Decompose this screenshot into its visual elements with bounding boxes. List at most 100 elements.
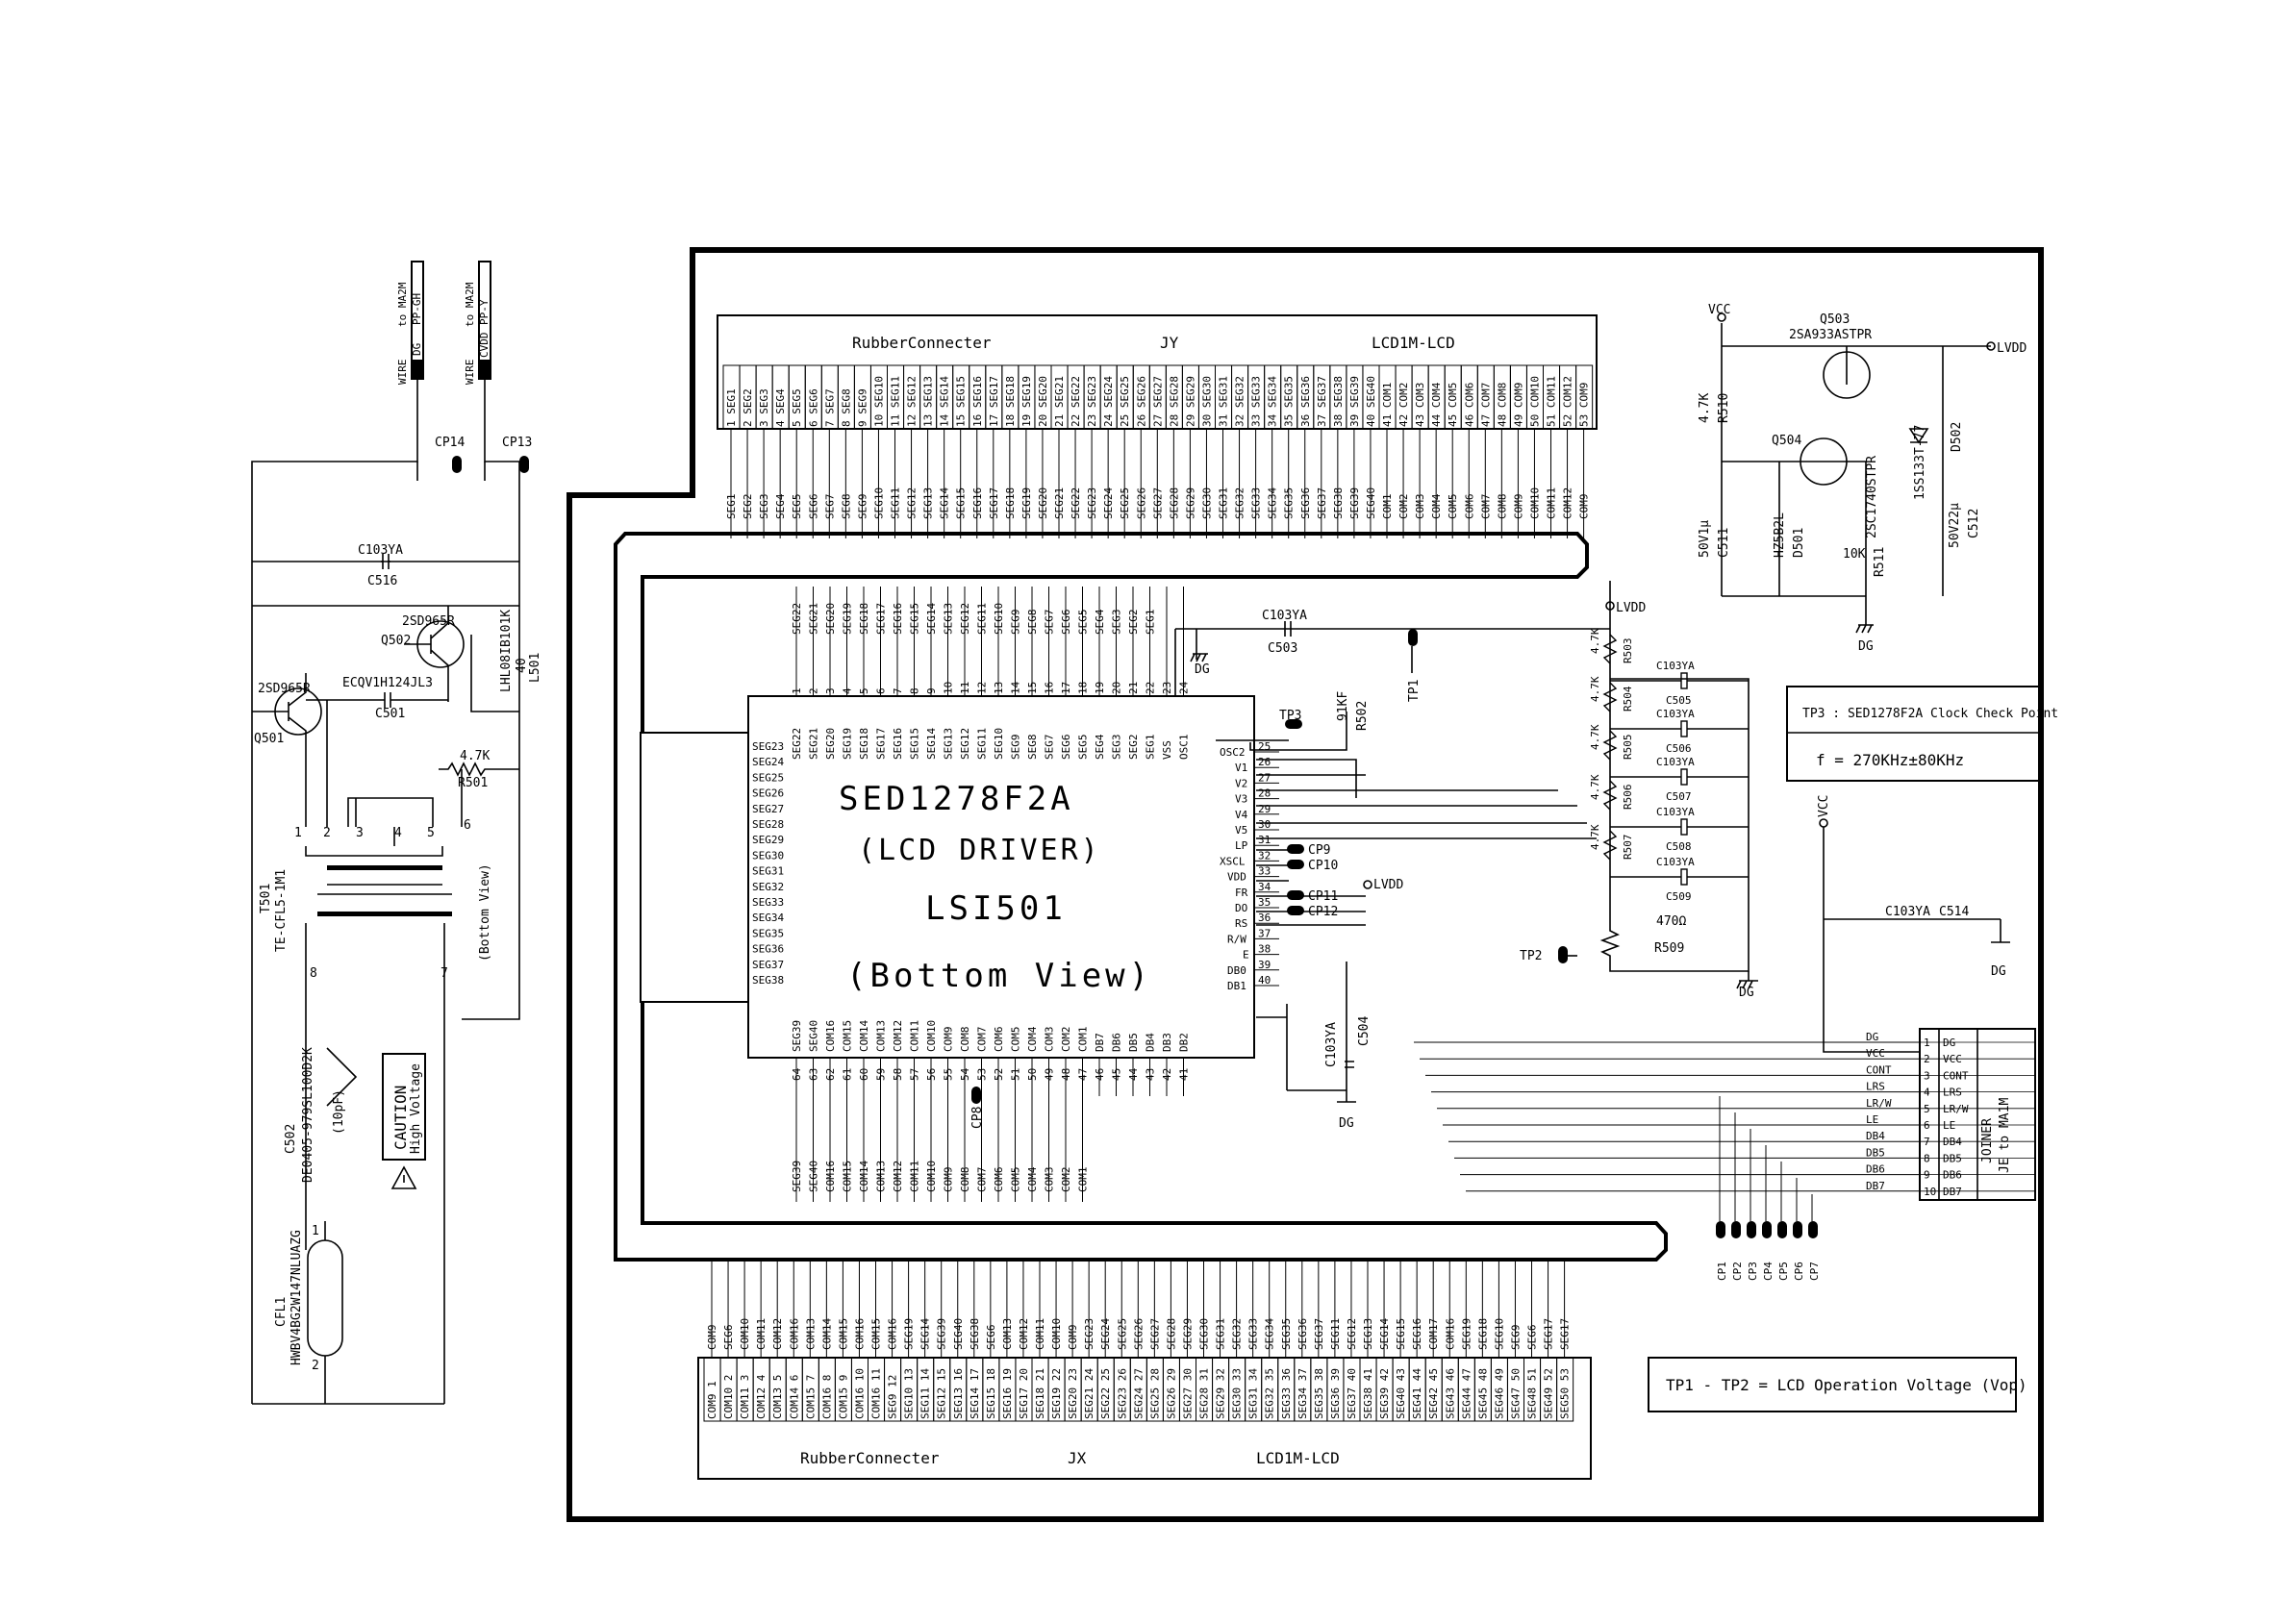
lsi-top-pin-num: 5 — [858, 687, 870, 694]
jy-ref: JY — [1160, 334, 1179, 352]
joiner-pin-num: 8 — [1924, 1152, 1930, 1164]
lsi-bottom-net: COM7 — [976, 1167, 989, 1193]
warning-icon — [390, 1165, 417, 1189]
lsi-top-net: SEG5 — [1077, 610, 1090, 636]
jy-pin-label: 6 SEG6 — [807, 388, 819, 427]
lsi-right-pin-num: 27 — [1258, 771, 1271, 784]
jy-net-label: COM6 — [1463, 494, 1475, 520]
lsi-bottom-pin-name: SEG40 — [808, 1020, 820, 1052]
jy-net-label: SEG35 — [1283, 487, 1296, 519]
jx-pin-label: SEG33 36 — [1280, 1368, 1293, 1419]
lsi-top-pin-name: SEG12 — [959, 728, 971, 760]
jx-net-label: COM14 — [820, 1318, 833, 1350]
jx-net-label: COM16 — [788, 1318, 800, 1350]
joiner-vcc-top: VCC — [1817, 795, 1831, 817]
jx-net-label: SEG19 — [903, 1318, 916, 1350]
jx-pin-label: COM16 10 — [853, 1368, 866, 1419]
jy-net-label: SEG40 — [1365, 487, 1377, 519]
jy-pin-label: 17 SEG17 — [988, 376, 1000, 427]
jx-pin-label: COM14 6 — [788, 1375, 800, 1419]
lsi-top-pin-num: 10 — [943, 682, 955, 694]
lsi-top-pin-num: 4 — [842, 687, 854, 694]
r501-value: 4.7K — [460, 749, 490, 763]
jy-net-label: SEG29 — [1184, 487, 1196, 519]
jy-net-label: SEG5 — [791, 494, 803, 520]
joiner-net-label: DB6 — [1866, 1163, 1885, 1176]
c512-ref: C512 — [1967, 509, 1981, 538]
bias-dg: DG — [1195, 662, 1210, 677]
jx-ref: JX — [1068, 1449, 1087, 1467]
jx-net-label: COM16 — [887, 1318, 899, 1350]
lsi-top-pin-name: SEG8 — [1026, 735, 1039, 761]
jx-pin-label: SEG28 31 — [1198, 1368, 1211, 1419]
lsi-top-net: SEG3 — [1111, 610, 1123, 636]
lsi-top-pin-name: SEG2 — [1127, 735, 1140, 761]
lsi-top-pin-num: 14 — [1010, 681, 1022, 694]
jx-pin-label: SEG35 38 — [1313, 1368, 1325, 1419]
jx-pin-label: COM12 4 — [755, 1374, 768, 1419]
jy-pin-label: 15 SEG15 — [955, 376, 968, 427]
lsi-top-pin-num: 3 — [824, 687, 837, 694]
jy-pin-label: 35 SEG35 — [1283, 376, 1296, 427]
lsi-top-net: SEG21 — [808, 603, 820, 635]
c502-value: (10pF) — [332, 1089, 346, 1135]
jy-pin-label: 29 SEG29 — [1184, 376, 1196, 427]
jx-net-label: COM12 — [771, 1318, 784, 1350]
c501-ref: C501 — [375, 707, 405, 721]
lsi-bottom-net: COM9 — [943, 1167, 955, 1193]
jy-pin-label: 50 COM10 — [1528, 376, 1541, 427]
c502-part: DE0405-979SL100D2K — [301, 1047, 315, 1183]
jx-net-label: SEG32 — [1231, 1318, 1244, 1350]
jy-net-label: COM9 — [1578, 494, 1591, 520]
joiner-sub: JE to MA1M — [1998, 1098, 2012, 1173]
jy-net-label: SEG23 — [1086, 487, 1098, 519]
jx-pin-label: COM16 8 — [820, 1375, 833, 1419]
joiner-pin-num: 2 — [1924, 1053, 1930, 1065]
lsi-top-pin-num: 19 — [1094, 682, 1106, 694]
jy-pin-label: 12 SEG12 — [906, 376, 919, 427]
cp8-label: CP8 — [970, 1107, 985, 1129]
jy-pin-label: 48 COM8 — [1496, 383, 1508, 427]
bias-resistor-ref: R504 — [1622, 686, 1634, 712]
lsi-bottom-pin-name: DB2 — [1178, 1033, 1191, 1052]
lsi-top-net: SEG12 — [959, 603, 971, 635]
jy-pin-label: 7 SEG7 — [823, 388, 836, 427]
joiner-net-label: LRS — [1866, 1081, 1885, 1093]
jx-net-label: SEG26 — [1132, 1318, 1145, 1350]
t501-pin-5: 5 — [427, 826, 435, 840]
jx-pin-label: SEG22 25 — [1099, 1368, 1112, 1419]
tp3-note-freq: f = 270KHz±80KHz — [1816, 751, 1964, 769]
bias-resistor — [1602, 830, 1618, 861]
lsi501-desc: (LCD DRIVER) — [858, 834, 1101, 867]
jx-pin-label: SEG43 46 — [1444, 1368, 1456, 1419]
jx-pin-label: SEG10 13 — [903, 1368, 916, 1419]
jx-net-label: SEG39 — [936, 1318, 948, 1350]
r501-ref: R501 — [458, 776, 488, 790]
bias-resistor-ref: R503 — [1622, 638, 1634, 664]
lsi-top-pin-name: SEG16 — [892, 728, 904, 760]
jy-net-label: SEG4 — [774, 493, 787, 519]
lsi-right-pin-name: FR — [1235, 887, 1248, 899]
lsi501-view: (Bottom View) — [846, 957, 1152, 995]
jy-net-label: SEG17 — [988, 487, 1000, 519]
lsi-top-net: SEG17 — [875, 603, 888, 635]
jx-net-label: COM17 — [1427, 1318, 1440, 1350]
lsi-bottom-pin-name: COM6 — [993, 1027, 1005, 1053]
lsi-right-pin-num: 39 — [1258, 959, 1271, 971]
cp10-dot — [1287, 860, 1304, 869]
wire-right-signal: CVDD — [478, 333, 491, 359]
jy-net-label: SEG11 — [890, 487, 902, 519]
jx-net-label: SEG15 — [1395, 1318, 1407, 1350]
jy-pin-label: 39 SEG39 — [1348, 376, 1361, 427]
cfl1-tube — [307, 1239, 343, 1357]
lsi501-body — [747, 695, 1255, 1059]
c514-ref: C514 — [1939, 905, 1969, 919]
lsi-right-pin-num: 36 — [1258, 912, 1271, 924]
jx-pin-label: COM15 9 — [837, 1375, 849, 1419]
lsi-left-bus-box — [640, 732, 749, 1003]
l501-value: 40 — [515, 658, 529, 673]
lsi-bottom-pin-num: 48 — [1060, 1068, 1072, 1081]
lsi-top-net: SEG20 — [824, 603, 837, 635]
lsi-top-net: SEG19 — [842, 603, 854, 635]
q504-part: 2SC1740STPR — [1865, 456, 1879, 538]
